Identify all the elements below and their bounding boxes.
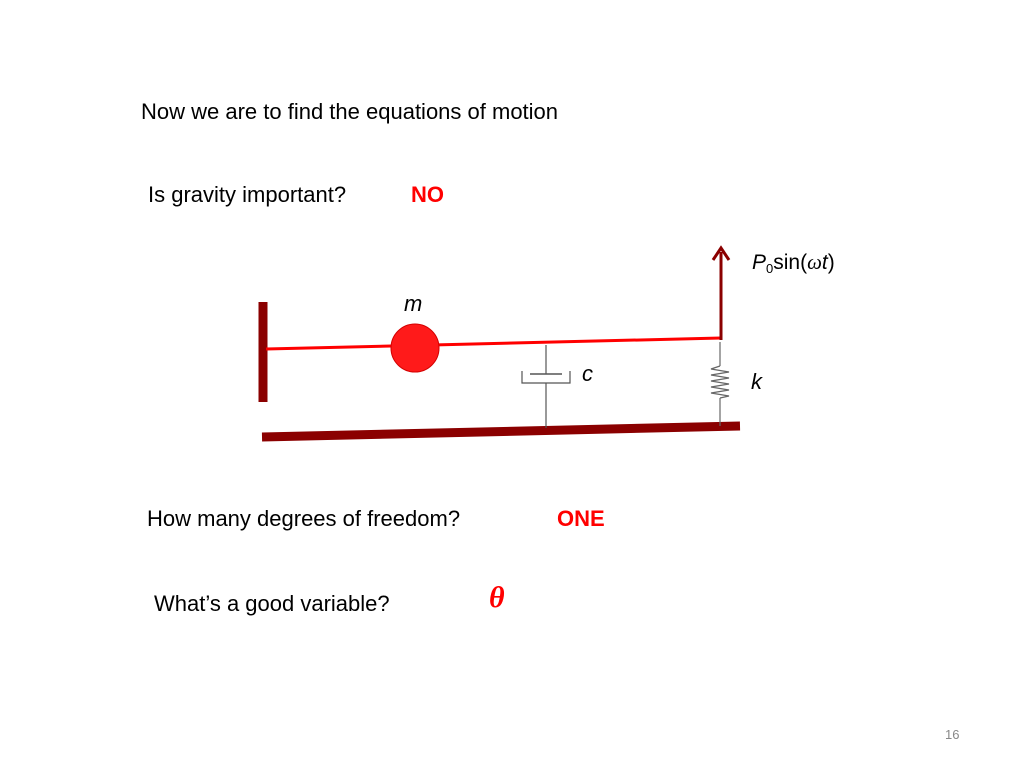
damper-label: c [582,361,593,386]
spring-label: k [751,369,762,394]
mass-label: m [404,291,423,316]
mass-ball [390,323,440,373]
force-label: P0sin(ωt) [752,250,835,276]
ground-base [261,421,741,442]
page-number: 16 [945,727,960,742]
dof-answer: ONE [557,506,605,531]
force-arrow [711,245,731,340]
gravity-question: Is gravity important? [148,182,347,207]
variable-answer: θ [489,581,505,614]
spring [710,342,730,426]
gravity-answer: NO [411,182,444,207]
damper [521,345,571,428]
heading: Now we are to find the equations of moti… [141,99,559,124]
rigid-beam [265,336,722,351]
dof-question: How many degrees of freedom? [147,506,461,531]
variable-question: What’s a good variable? [154,591,390,616]
